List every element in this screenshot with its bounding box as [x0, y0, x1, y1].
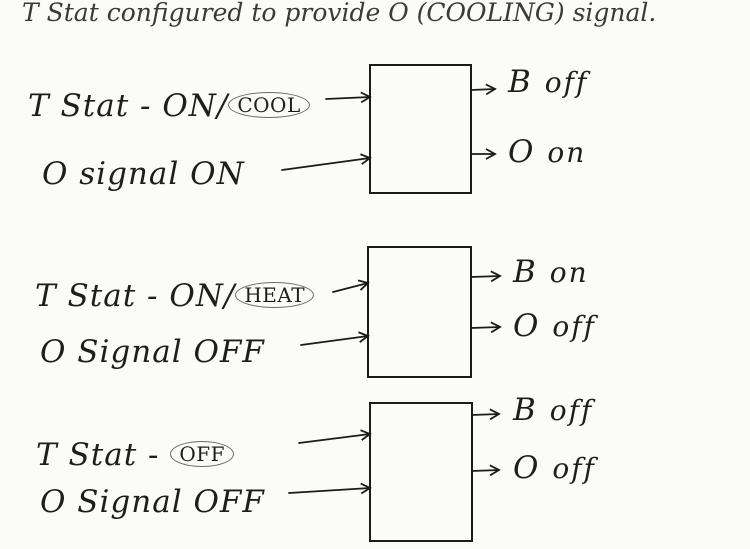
output-b-2-state: on [549, 256, 589, 289]
input-arrow-1a [325, 91, 372, 104]
input-signal-3: O Signal OFF [40, 484, 265, 520]
input-tstat-1-prefix: T Stat - ON/ [28, 88, 229, 124]
output-b-1-letter: B [508, 64, 533, 100]
input-tstat-2: T Stat - ON/HEAT [35, 278, 315, 314]
input-arrow-3b [288, 482, 372, 495]
mode-heat-circled: HEAT [235, 282, 315, 308]
output-o-1-letter: O [508, 134, 536, 170]
input-tstat-1: T Stat - ON/COOL [28, 88, 310, 124]
output-b-3-state: off [549, 394, 594, 427]
input-tstat-2-prefix: T Stat - ON/ [35, 278, 236, 314]
input-tstat-3-prefix: T Stat - [36, 437, 171, 473]
mode-cool-circled: COOL [228, 92, 310, 118]
logic-box-1 [369, 64, 472, 194]
output-o-3-state: off [552, 452, 597, 485]
output-arrow-2b [470, 270, 502, 283]
input-signal-1: O signal ON [42, 156, 245, 192]
input-tstat-3: T Stat - OFF [36, 437, 235, 473]
output-o-1-state: on [547, 136, 587, 169]
input-signal-2: O Signal OFF [40, 334, 265, 370]
diagram-title: T Stat configured to provide O (COOLING)… [22, 0, 657, 27]
logic-box-2 [367, 246, 472, 378]
input-arrow-2a [332, 279, 370, 293]
output-b-3-letter: B [513, 392, 538, 428]
output-o-3-letter: O [513, 450, 541, 486]
logic-box-3 [369, 402, 473, 542]
output-arrow-2o [470, 321, 502, 334]
input-arrow-2b [300, 331, 370, 346]
output-o-2-letter: O [513, 308, 541, 344]
output-b-2-letter: B [513, 254, 538, 290]
output-arrow-3o [471, 464, 501, 477]
output-o-2-state: off [552, 310, 597, 343]
output-arrow-1b [470, 83, 497, 96]
input-arrow-1b [281, 153, 372, 171]
output-arrow-3b [471, 408, 501, 421]
input-arrow-3a [298, 429, 372, 444]
output-b-1-state: off [544, 66, 589, 99]
mode-off-circled: OFF [170, 441, 235, 467]
